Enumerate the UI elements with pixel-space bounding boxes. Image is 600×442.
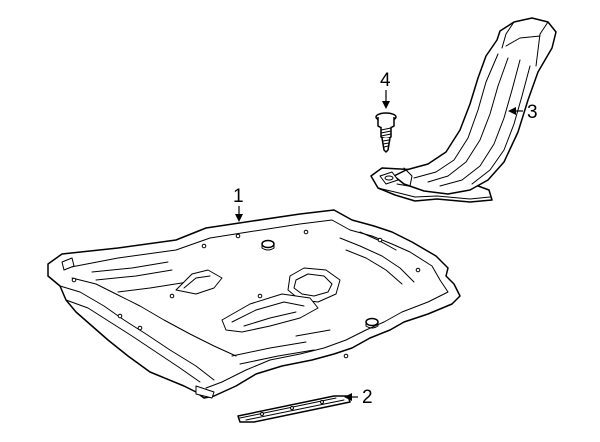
callout-3-label: 3 bbox=[527, 102, 538, 123]
callout-2-label: 2 bbox=[362, 387, 373, 408]
callout-3: 3 bbox=[508, 102, 538, 123]
callout-3-arrow bbox=[508, 107, 516, 115]
bolt-part bbox=[375, 112, 397, 153]
callout-4-label: 4 bbox=[380, 70, 391, 91]
callout-4: 4 bbox=[380, 70, 391, 109]
splash-shield-part bbox=[47, 209, 461, 399]
callout-4-arrow bbox=[382, 101, 390, 109]
callout-1-arrow bbox=[235, 214, 243, 222]
callout-1-label: 1 bbox=[233, 186, 244, 207]
callout-2: 2 bbox=[344, 387, 373, 408]
callout-2-arrow bbox=[344, 393, 352, 401]
support-bracket-part bbox=[237, 395, 351, 423]
side-duct-part bbox=[370, 17, 557, 203]
callout-1: 1 bbox=[233, 186, 244, 222]
